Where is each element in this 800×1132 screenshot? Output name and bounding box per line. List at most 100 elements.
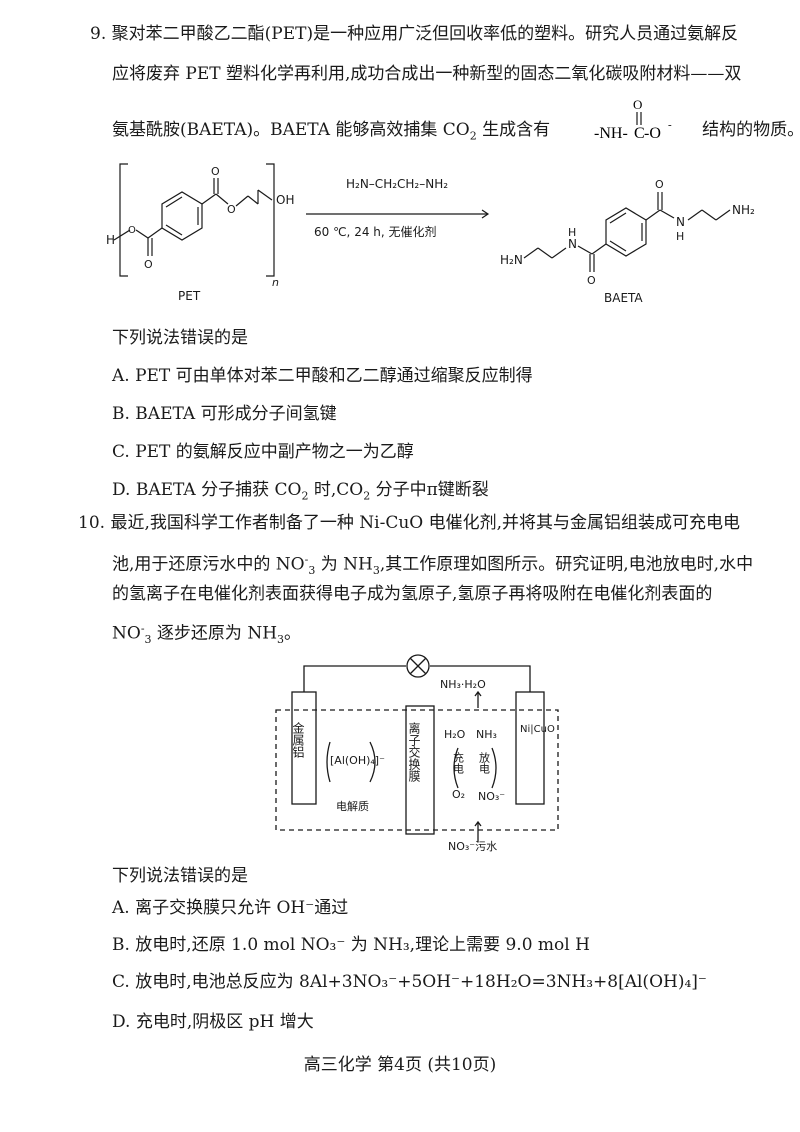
left-arrow-curve <box>326 741 331 783</box>
charge-label: 充电 <box>452 751 465 774</box>
q9-stem-text1: 聚对苯二甲酸乙二酯(PET)是一种应用广泛但回收率低的塑料。研究人员通过氨解反 <box>111 24 739 44</box>
q10-l4-pre: NO <box>112 623 141 644</box>
pet-o1: O <box>128 225 136 236</box>
q10-l4-sub2: 3 <box>277 633 285 647</box>
q10-option-b: B. 放电时,还原 1.0 mol NO₃⁻ 为 NH₃,理论上需要 9.0 m… <box>112 935 590 955</box>
pet-o4: O <box>227 203 236 216</box>
baeta-bond-ring-left <box>591 243 607 255</box>
bulb-icon <box>406 654 430 678</box>
pet-ring-double3 <box>165 224 183 236</box>
carbamate-nh: -NH- <box>594 125 628 142</box>
no3-label: NO₃⁻ <box>478 790 505 803</box>
q10-prompt: 下列说法错误的是 <box>112 866 248 886</box>
baeta-amide-left <box>577 245 593 255</box>
q9-option-d: D. BAETA 分子捕获 CO2 时,CO2 分子中π键断裂 <box>112 478 489 508</box>
reaction-arrowhead <box>481 209 490 219</box>
pet-bond-ring-c2 <box>201 193 217 205</box>
pet-h: H <box>106 233 115 247</box>
baeta-left-chain1 <box>523 247 539 259</box>
q10-number: 10. <box>78 513 106 533</box>
pet-ethylene1 <box>235 195 249 207</box>
pet-label: PET <box>178 289 201 303</box>
discharge-label: 放电 <box>478 751 491 774</box>
wire-left <box>303 665 406 692</box>
reagent-formula: H₂N–CH₂CH₂–NH₂ <box>346 177 448 191</box>
cell-container <box>275 709 559 831</box>
q10-l2-pre: 池,用于还原污水中的 NO <box>112 554 305 575</box>
q9-d-mid: 时,CO <box>308 480 364 500</box>
cathode-electrode <box>515 691 545 805</box>
q10-l4-mid: 逐步还原为 NH <box>151 623 278 644</box>
anode-label: 金属铝 <box>291 721 305 758</box>
q10-option-d: D. 充电时,阴极区 pH 增大 <box>112 1012 314 1032</box>
baeta-right-chain1 <box>687 209 703 221</box>
baeta-amide-right <box>659 209 675 219</box>
page-footer: 高三化学 第4页 (共10页) <box>303 1055 497 1075</box>
q10-l4-sub: 3 <box>144 633 152 647</box>
battery-figure: 金属铝 [Al(OH)₄]⁻ 电解质 离子交换膜 NH₃·H₂O H₂O NH₃… <box>275 654 559 852</box>
q10-l4-sup: - <box>140 622 145 635</box>
wire-right <box>430 665 531 692</box>
baeta-right-chain3 <box>715 209 731 221</box>
h2o-label: H₂O <box>444 728 466 741</box>
aluminate-ion: [Al(OH)₄]⁻ <box>330 754 385 767</box>
carbamate-o-minus: -O <box>644 125 661 142</box>
pet-o3: O <box>211 165 220 178</box>
q9-number: 9. <box>90 24 107 44</box>
pet-aminolysis-figure: H O O O O OH n PET H₂N–CH₂CH₂–NH₂ 60 ℃, … <box>106 163 755 305</box>
inlet-label: NO₃⁻污水 <box>448 840 497 852</box>
q10-l2-sub2: 3 <box>372 564 380 578</box>
baeta-nh2: NH₂ <box>732 203 755 217</box>
q9-d-sub2: 2 <box>363 489 371 503</box>
baeta-o-right: O <box>655 178 664 191</box>
bulb-cross2 <box>409 657 427 675</box>
baeta-ring-double3 <box>609 240 627 252</box>
pet-benzene-ring <box>161 191 203 241</box>
membrane-label: 离子交换膜 <box>407 721 421 783</box>
q10-l4-post: 。 <box>284 623 302 644</box>
baeta-n-right: N <box>676 215 685 229</box>
baeta-left-chain3 <box>551 247 567 259</box>
baeta-right-chain2 <box>701 209 717 221</box>
q9-d-sub1: 2 <box>301 489 309 503</box>
baeta-ring-double1 <box>609 212 627 224</box>
pet-ethylene2 <box>247 195 259 205</box>
electrolyte-label: 电解质 <box>336 799 369 813</box>
inlet-arrowhead <box>474 820 482 827</box>
q9-stem3-end: 结构的物质。 <box>702 120 800 140</box>
baeta-bond-ring-right <box>645 209 661 221</box>
baeta-h2n: H₂N <box>500 253 523 267</box>
q9-co2-sub: 2 <box>469 129 477 143</box>
q9-d-pre: D. BAETA 分子捕获 CO <box>112 480 302 500</box>
q9-option-b: B. BAETA 可形成分子间氢键 <box>112 404 337 424</box>
q10-option-c: C. 放电时,电池总反应为 8Al+3NO₃⁻+5OH⁻+18H₂O=3NH₃+… <box>112 972 707 992</box>
pet-bond-c1-ring <box>147 227 163 239</box>
pet-ethylene4 <box>257 189 273 201</box>
reaction-conditions: 60 ℃, 24 h, 无催化剂 <box>314 224 437 239</box>
cathode-label: Ni|CuO <box>520 724 555 735</box>
q9-stem3-post: 生成含有 <box>476 120 551 140</box>
q10-stem-line2: 池,用于还原污水中的 NO-3 为 NH3,其工作原理如图所示。研究证明,电池放… <box>112 548 753 583</box>
q10-stem-text1: 最近,我国科学工作者制备了一种 Ni-CuO 电催化剂,并将其与金属铝组装成可充… <box>110 513 741 533</box>
q10-option-a: A. 离子交换膜只允许 OH⁻通过 <box>112 898 349 918</box>
q9-stem-line2: 应将废弃 PET 塑料化学再利用,成功合成出一种新型的固态二氧化碳吸附材料——双 <box>112 64 742 84</box>
charge-arrow <box>453 747 459 789</box>
carbamate-minus: - <box>668 119 672 131</box>
top-product-label: NH₃·H₂O <box>440 678 486 691</box>
q10-l2-sub: 3 <box>308 564 316 578</box>
pet-left-bracket <box>119 163 128 277</box>
anode-electrode <box>291 691 317 805</box>
q9-prompt: 下列说法错误的是 <box>112 328 248 348</box>
q10-l2-post: ,其工作原理如图所示。研究证明,电池放电时,水中 <box>379 554 754 575</box>
pet-right-bracket <box>266 163 275 277</box>
discharge-arrow <box>491 747 497 789</box>
q10-stem-line4: NO-3 逐步还原为 NH3。 <box>112 617 301 652</box>
product-out-arrowhead <box>474 690 482 697</box>
pet-oh: OH <box>276 193 294 207</box>
baeta-n-left: N <box>568 237 577 251</box>
pet-bond-o-c1 <box>135 229 149 239</box>
q10-stem-line3: 的氢离子在电催化剂表面获得电子成为氢原子,氢原子再将吸附在电催化剂表面的 <box>112 584 713 604</box>
carbamate-c: C <box>634 125 645 142</box>
q10-l2-mid: 为 NH <box>315 554 373 575</box>
carbamate-structure: -NH- C O -O - <box>594 97 672 142</box>
